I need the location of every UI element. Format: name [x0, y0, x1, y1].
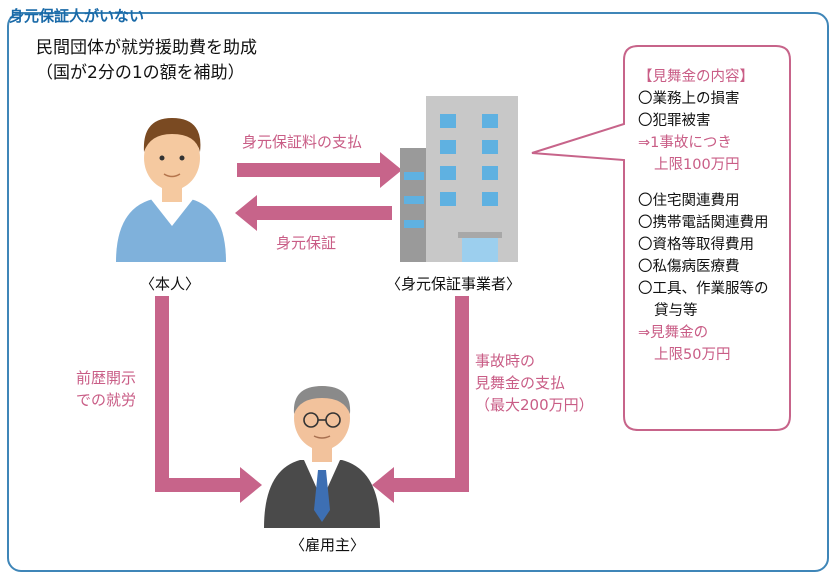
callout-limit-1-line-1: ⇒1事故につき: [638, 135, 732, 151]
callout-limit-2-line-2: 上限50万円: [654, 347, 731, 363]
building-figure: [400, 96, 518, 262]
label-accident-payment: 事故時の 見舞金の支払 （最大200万円）: [475, 350, 594, 416]
diagram-graphics: [116, 45, 791, 528]
callout-bubble: [531, 45, 791, 431]
callout-item: 〇工具、作業服等の: [638, 281, 769, 297]
arrows: [155, 152, 469, 503]
callout-item: 〇犯罪被害: [638, 113, 711, 129]
label-accident-line-3: （最大200万円）: [475, 396, 594, 414]
heading-line-1: 民間団体が就労援助費を助成: [36, 38, 257, 58]
diagram: 身元保証人がいない 民間団体が就労援助費を助成 （国が2分の1の額を補助）: [7, 7, 829, 572]
arrow-left-down: [155, 296, 262, 503]
arrow-guarantee: [235, 195, 392, 231]
label-prior-record: 前歴開示 での就労: [76, 367, 136, 411]
label-prior-record-line-2: での就労: [76, 391, 137, 409]
diagram-heading: 民間団体が就労援助費を助成 （国が2分の1の額を補助）: [36, 36, 257, 86]
label-accident-line-1: 事故時の: [475, 352, 536, 370]
label-pay-fee: 身元保証料の支払: [242, 133, 363, 151]
label-accident-line-2: 見舞金の支払: [475, 374, 566, 392]
node-label-guarantor: 〈身元保証事業者〉: [386, 275, 522, 293]
callout-item: 〇私傷病医療費: [638, 259, 740, 275]
arrow-pay-fee: [237, 152, 402, 188]
top-title: 身元保証人がいない: [9, 7, 145, 25]
employer-figure: [264, 386, 380, 528]
label-guarantee: 身元保証: [276, 234, 337, 252]
callout-item: 〇業務上の損害: [638, 91, 740, 107]
person-figure: [116, 118, 226, 262]
callout-item: 〇資格等取得費用: [638, 237, 754, 253]
callout-limit-2-line-1: ⇒見舞金の: [638, 325, 709, 341]
arrow-right-down: [372, 296, 469, 503]
callout-title: 【見舞金の内容】: [638, 69, 754, 85]
callout-item: 〇携帯電話関連費用: [638, 215, 769, 231]
callout-limit-1-line-2: 上限100万円: [654, 157, 740, 173]
label-prior-record-line-1: 前歴開示: [76, 369, 137, 387]
node-label-employer: 〈雇用主〉: [290, 536, 366, 554]
callout-content: 【見舞金の内容】 〇業務上の損害 〇犯罪被害 ⇒1事故につき 上限100万円 〇…: [638, 66, 769, 366]
heading-line-2: （国が2分の1の額を補助）: [36, 63, 245, 83]
node-label-person: 〈本人〉: [140, 275, 201, 293]
callout-item: 貸与等: [654, 303, 698, 319]
callout-item: 〇住宅関連費用: [638, 193, 740, 209]
